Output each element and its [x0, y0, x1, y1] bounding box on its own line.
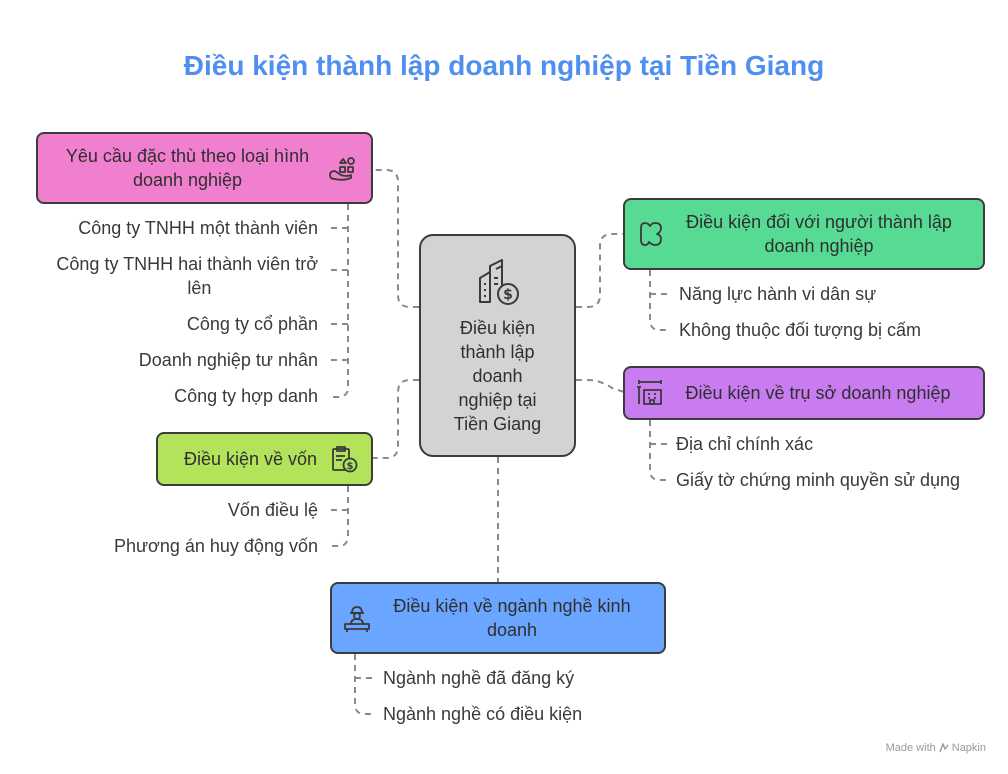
center-label: Điều kiện thành lập doanh nghiệp tại Tiề… [454, 316, 541, 436]
branch-label-line: Điều kiện về ngành nghề kinh [393, 596, 631, 616]
center-label-line: Tiền Giang [453, 413, 542, 434]
office-measure-icon [637, 380, 662, 405]
list-item: Ngành nghề có điều kiện [383, 704, 583, 724]
list-item: Vốn điều lệ [227, 500, 318, 520]
center-label-line: Điều kiện [459, 317, 536, 338]
connector-center-to-founder [576, 233, 624, 308]
branch-founder: Điều kiện đối với người thành lập doanh … [623, 198, 985, 270]
shapes-icon [329, 157, 355, 181]
list-item: Ngành nghề đã đăng ký [383, 668, 575, 688]
list-item: Năng lực hành vi dân sự [679, 284, 877, 304]
list-item: Địa chỉ chính xác [676, 434, 814, 454]
building-dollar-icon: $ [478, 258, 519, 305]
worker-desk-icon [344, 606, 370, 632]
connector-capital-items [331, 486, 349, 547]
branch-office: Điều kiện về trụ sở doanh nghiệp [623, 366, 985, 420]
list-item: Doanh nghiệp tư nhân [138, 350, 318, 370]
branch-label-line: Điều kiện về vốn [183, 449, 318, 469]
list-item: Không thuộc đối tượng bị cấm [679, 320, 921, 340]
connector-type-items [331, 204, 349, 398]
napkin-logo-icon [939, 743, 949, 753]
clipboard-dollar-icon: $ [332, 446, 358, 473]
center-label-line: nghiệp tại [458, 389, 537, 410]
made-with-credit[interactable]: Made with Napkin [886, 742, 986, 754]
center-node: $ Điều kiện thành lập doanh nghiệp tại T… [419, 234, 576, 457]
center-label-line: thành lập [460, 341, 535, 362]
connector-center-to-office [576, 379, 625, 393]
svg-text:$: $ [347, 461, 354, 472]
connector-center-to-capital [372, 379, 419, 459]
connector-business-items [354, 654, 372, 715]
svg-text:$: $ [503, 287, 513, 303]
credit-text: Made with [885, 742, 936, 754]
credit-brand: Napkin [951, 742, 986, 754]
branch-label-line: Yêu cầu đặc thù theo loại hình [65, 146, 310, 166]
branch-label-line: doanh [486, 620, 538, 640]
connector-office-items [649, 420, 667, 481]
connector-founder-items [649, 270, 667, 331]
branch-label-line: doanh nghiệp [132, 170, 243, 190]
center-label-line: doanh [472, 365, 523, 386]
list-item: Giấy tờ chứng minh quyền sử dụng [676, 470, 961, 490]
branch-business-lines: Điều kiện về ngành nghề kinh doanh [330, 582, 666, 654]
list-item: Công ty TNHH một thành viên [78, 218, 318, 238]
branch-type-requirements: Yêu cầu đặc thù theo loại hình doanh ngh… [36, 132, 373, 204]
list-item: Phương án huy động vốn [113, 536, 318, 556]
branch-label-line: Điều kiện đối với người thành lập [686, 212, 952, 232]
connector-center-to-type [372, 169, 419, 308]
list-item: Công ty hợp danh [174, 386, 318, 406]
head-profile-icon [640, 222, 662, 246]
diagram-title: Điều kiện thành lập doanh nghiệp tại Tiề… [183, 50, 825, 81]
branch-capital: Điều kiện về vốn $ [156, 432, 373, 486]
list-item: Công ty cổ phần [186, 314, 318, 334]
branch-label-line: Điều kiện về trụ sở doanh nghiệp [685, 383, 951, 403]
branch-label-line: doanh nghiệp [764, 236, 874, 256]
